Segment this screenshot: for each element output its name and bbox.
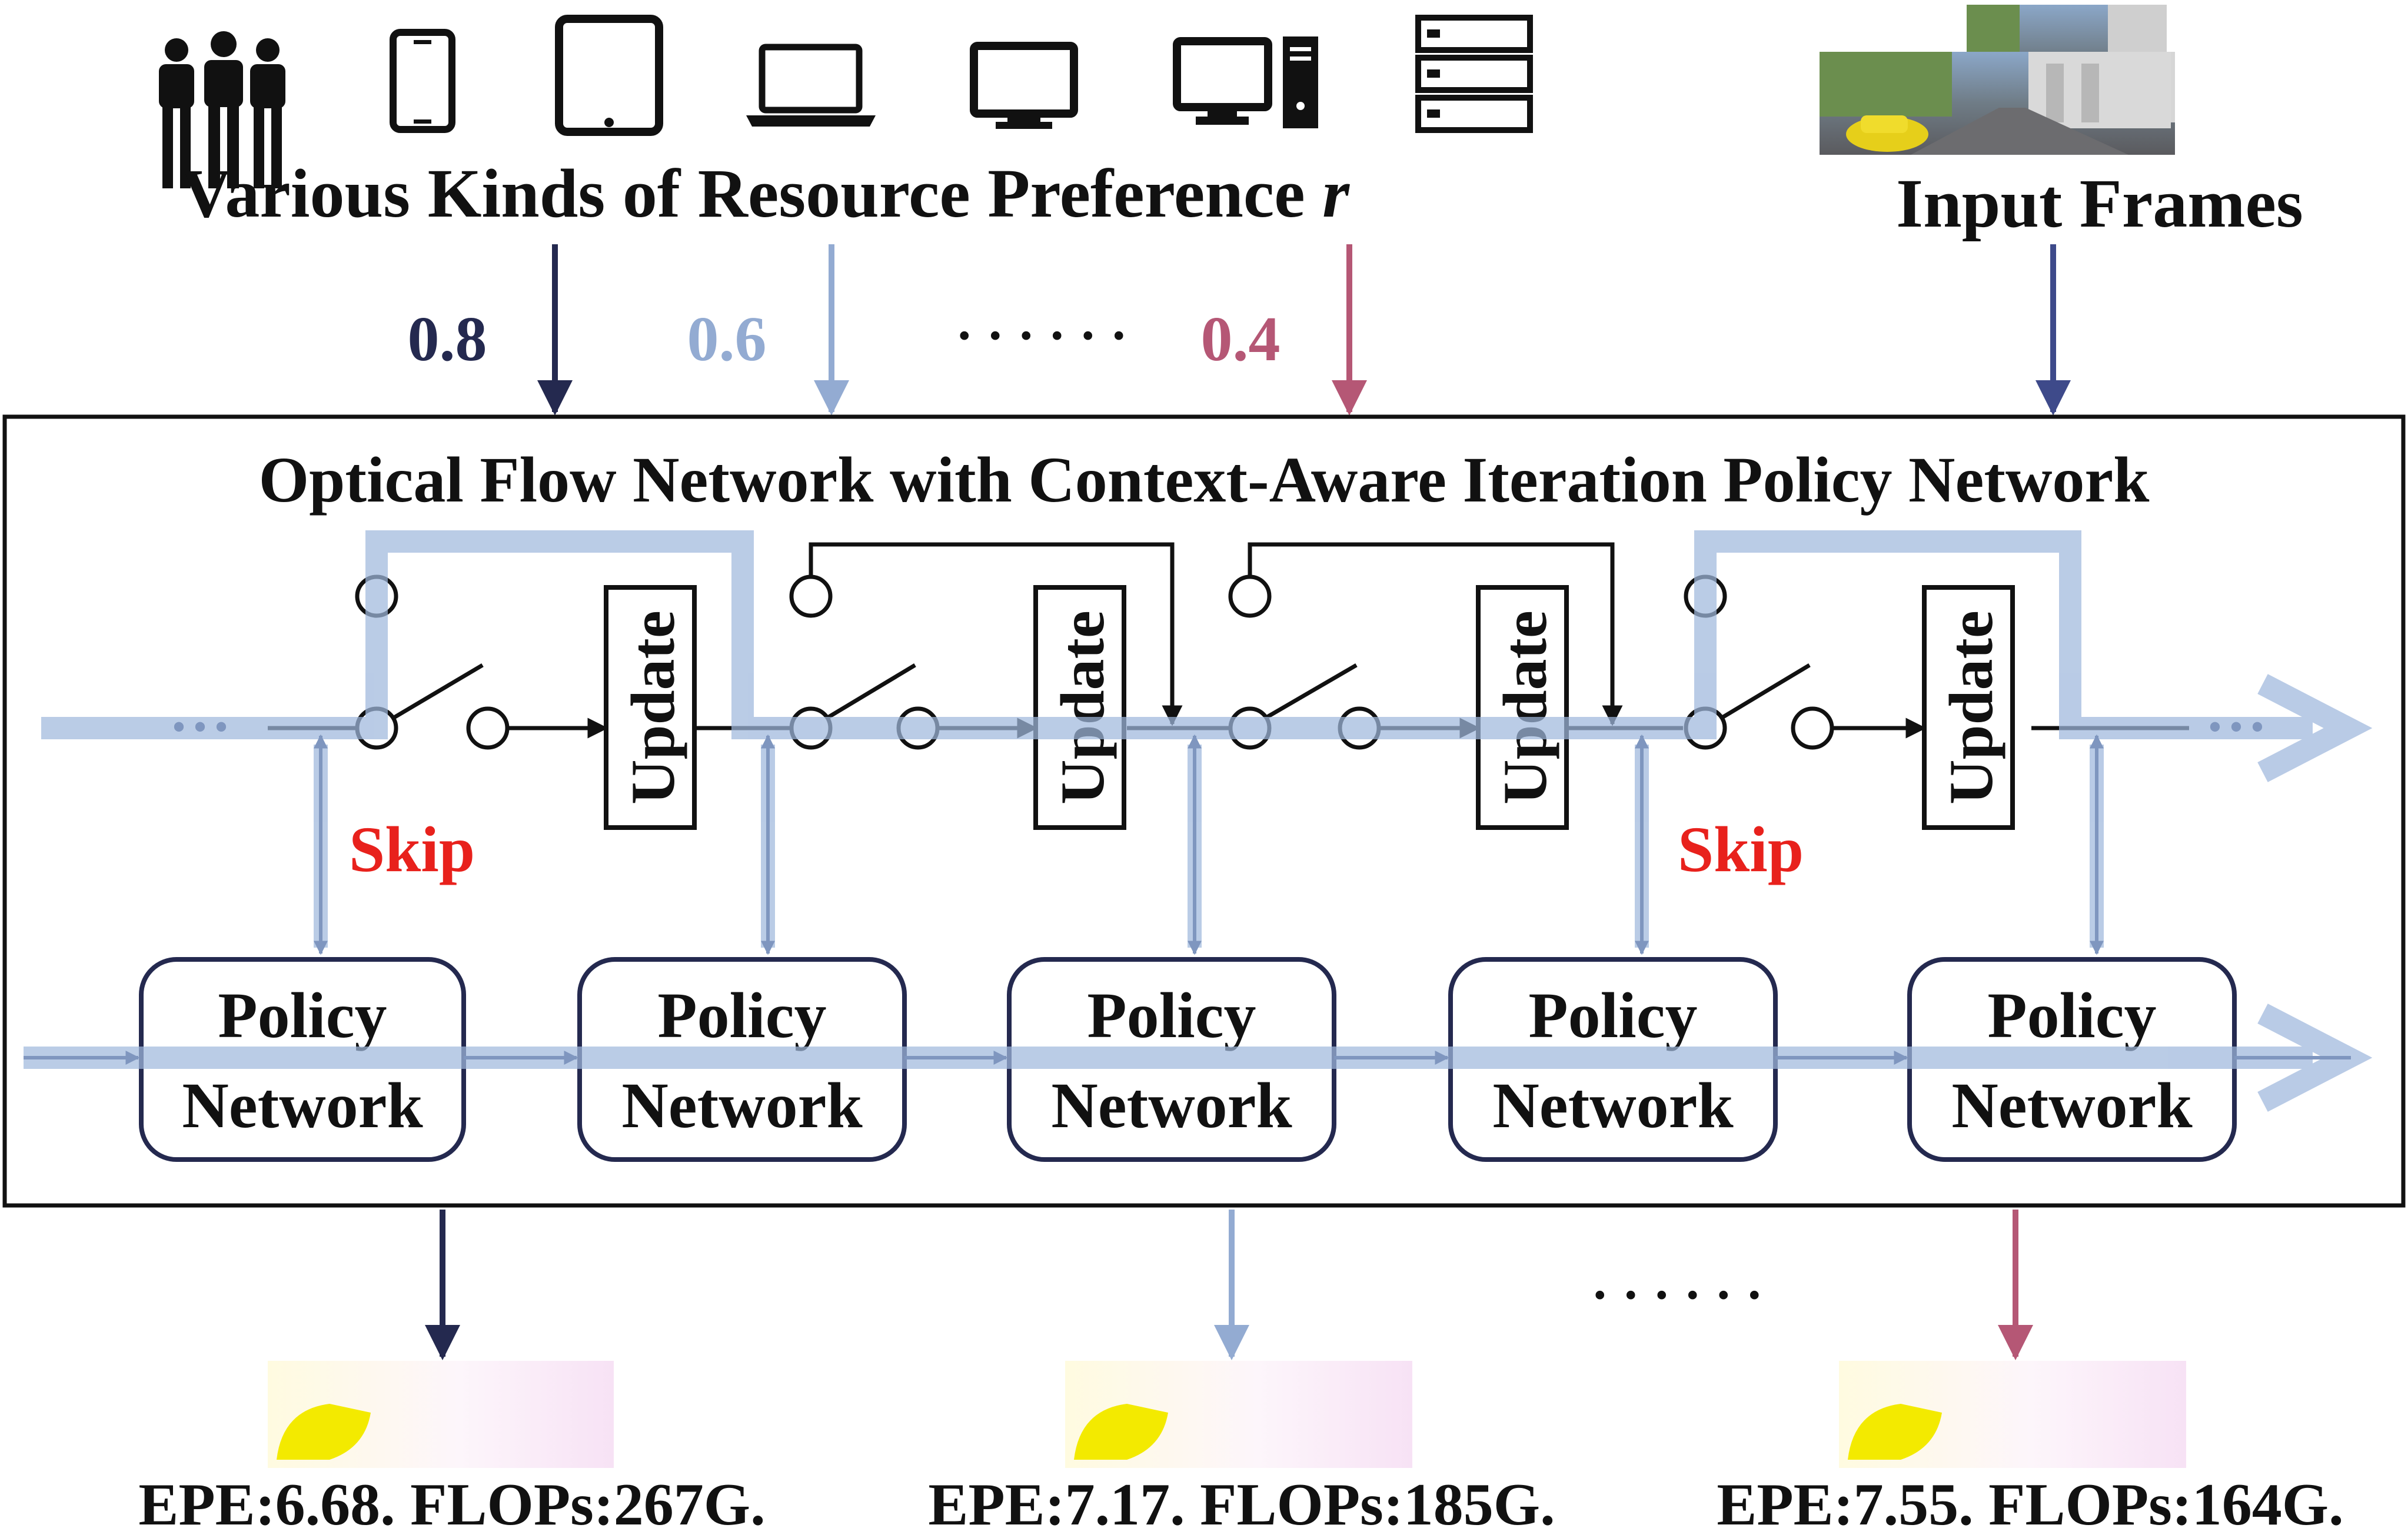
laptop-icon bbox=[746, 44, 876, 127]
monitor-icon bbox=[970, 42, 1078, 129]
circuit-lines bbox=[268, 542, 2189, 739]
flow-arrows bbox=[24, 734, 2351, 1065]
result-label-1: EPE:6.68. FLOPs:267G. bbox=[138, 1471, 765, 1535]
svg-text:Policy: Policy bbox=[218, 979, 387, 1051]
svg-text:Update: Update bbox=[1048, 610, 1117, 805]
svg-text:Network: Network bbox=[182, 1069, 423, 1141]
flow-dots-right: • • • bbox=[2209, 707, 2263, 746]
phone-icon bbox=[390, 29, 455, 133]
network-title: Optical Flow Network with Context-Aware … bbox=[259, 444, 2150, 516]
result-label-2: EPE:7.17. FLOPs:185G. bbox=[928, 1471, 1555, 1535]
policy-network-2: Policy Network bbox=[577, 957, 907, 1162]
svg-text:Network: Network bbox=[1951, 1069, 2193, 1141]
update-block-4: Update bbox=[1922, 585, 2015, 830]
svg-text:Update: Update bbox=[618, 610, 687, 805]
result-label-3: EPE:7.55. FLOPs:164G. bbox=[1717, 1471, 2343, 1535]
update-block-3: Update bbox=[1476, 585, 1569, 830]
skip-label-1: Skip bbox=[349, 813, 475, 885]
svg-text:Network: Network bbox=[621, 1069, 863, 1141]
pref-value-2: 0.6 bbox=[687, 304, 767, 374]
svg-text:Network: Network bbox=[1492, 1069, 1734, 1141]
flow-dots-left: • • • bbox=[172, 707, 227, 746]
update-block-2: Update bbox=[1033, 585, 1126, 830]
network-box bbox=[2, 414, 2406, 1208]
svg-text:Network: Network bbox=[1051, 1069, 1292, 1141]
input-frames-image bbox=[1820, 5, 2175, 155]
svg-text:Policy: Policy bbox=[657, 979, 826, 1051]
pref-value-3: 0.4 bbox=[1201, 304, 1281, 374]
flow-map-1 bbox=[268, 1361, 614, 1468]
input-frames-label: Input Frames bbox=[1896, 165, 2303, 242]
svg-text:Update: Update bbox=[1491, 610, 1559, 805]
skip-label-2: Skip bbox=[1678, 813, 1804, 885]
desktop-icon bbox=[1173, 36, 1318, 128]
people-icon bbox=[159, 31, 285, 188]
svg-text:Policy: Policy bbox=[1528, 979, 1697, 1051]
server-icon bbox=[1415, 15, 1533, 133]
pref-ellipsis: · · · · · · bbox=[956, 307, 1128, 365]
flow-map-2 bbox=[1065, 1361, 1412, 1468]
pref-value-1: 0.8 bbox=[408, 304, 487, 374]
update-block-1: Update bbox=[604, 585, 697, 830]
svg-text:Policy: Policy bbox=[1987, 979, 2156, 1051]
resource-preference-title: Various Kinds of Resource Preference r bbox=[181, 155, 1350, 232]
svg-text:Policy: Policy bbox=[1087, 979, 1256, 1051]
tablet-icon bbox=[555, 15, 663, 136]
flow-map-3 bbox=[1839, 1361, 2186, 1468]
output-ellipsis: · · · · · · bbox=[1591, 1266, 1764, 1324]
svg-text:Update: Update bbox=[1937, 610, 2005, 805]
